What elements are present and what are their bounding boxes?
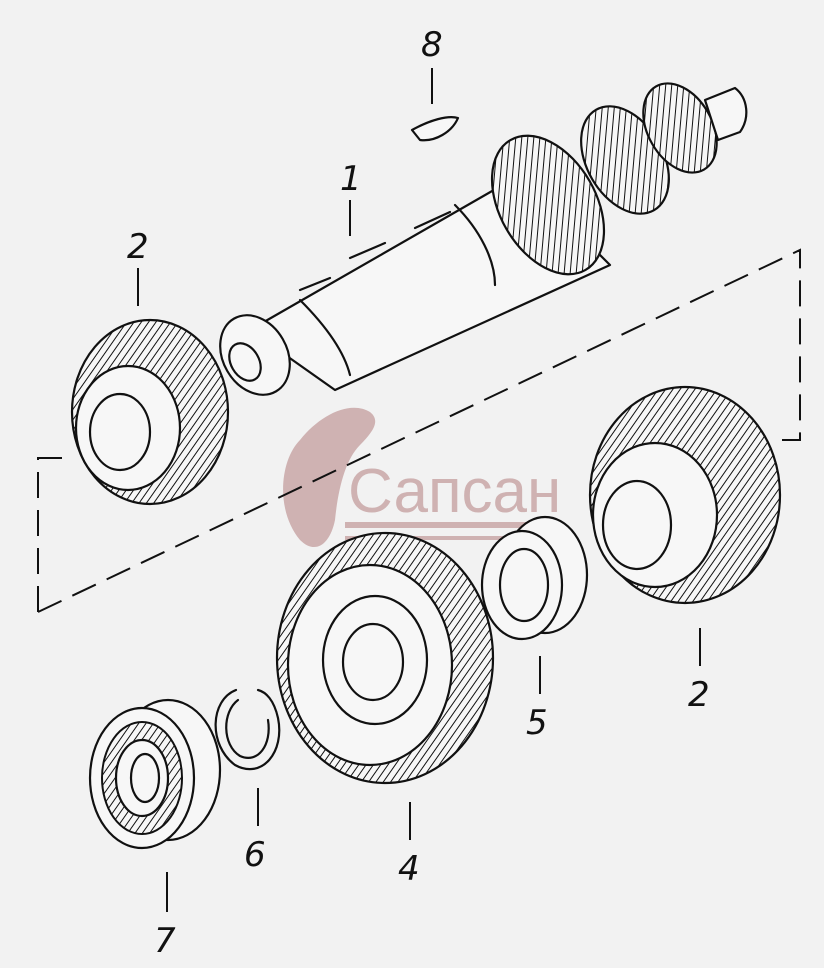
callout-7: 7 bbox=[154, 921, 176, 961]
shaft-gear-small bbox=[642, 82, 718, 174]
watermark-underline-2 bbox=[345, 536, 550, 540]
watermark-logo: Сапсан bbox=[283, 407, 561, 548]
callout-2-left: 2 bbox=[127, 227, 149, 267]
bushing-5-bore bbox=[498, 547, 550, 623]
watermark-text: Сапсан bbox=[348, 457, 561, 526]
shaft-keyways bbox=[298, 210, 452, 292]
callout-6: 6 bbox=[244, 835, 266, 875]
gear-2-left-bore bbox=[88, 392, 152, 472]
shaft-groove-a bbox=[298, 298, 352, 377]
shaft-tip bbox=[703, 86, 748, 142]
shaft-gear-large bbox=[490, 134, 606, 276]
bearing-7-inner-race bbox=[114, 738, 170, 818]
gear-2-left-part bbox=[70, 318, 230, 506]
callout-5: 5 bbox=[526, 703, 548, 743]
gear-4-part bbox=[275, 531, 495, 785]
assembly-dashed-outline bbox=[37, 248, 801, 613]
watermark-underline bbox=[345, 522, 550, 528]
gear-2-left-hub bbox=[74, 364, 182, 492]
bushing-5-part bbox=[480, 515, 589, 641]
callout-1: 1 bbox=[340, 159, 362, 199]
callout-4: 4 bbox=[398, 849, 420, 889]
snap-ring-6-inner bbox=[225, 698, 270, 759]
bearing-7-part bbox=[88, 698, 222, 850]
woodruff-key bbox=[410, 116, 460, 142]
shaft-spline-bore bbox=[228, 342, 262, 382]
gear-4-bore bbox=[341, 622, 405, 702]
shaft-groove-b bbox=[453, 203, 497, 287]
callout-8: 8 bbox=[421, 25, 443, 65]
snap-ring-6-part bbox=[214, 688, 281, 771]
callout-2-right: 2 bbox=[688, 675, 710, 715]
gear-2-right-part bbox=[588, 385, 782, 605]
bushing-5-front bbox=[480, 529, 564, 641]
gear-4-hub bbox=[321, 594, 429, 726]
bearing-7-bore bbox=[129, 752, 161, 804]
gear-2-right-bore bbox=[601, 479, 673, 571]
main-shaft bbox=[219, 82, 748, 396]
snap-ring-6-outer bbox=[214, 688, 281, 771]
gear-2-right-hub bbox=[591, 441, 719, 589]
falcon-mark bbox=[283, 407, 376, 548]
